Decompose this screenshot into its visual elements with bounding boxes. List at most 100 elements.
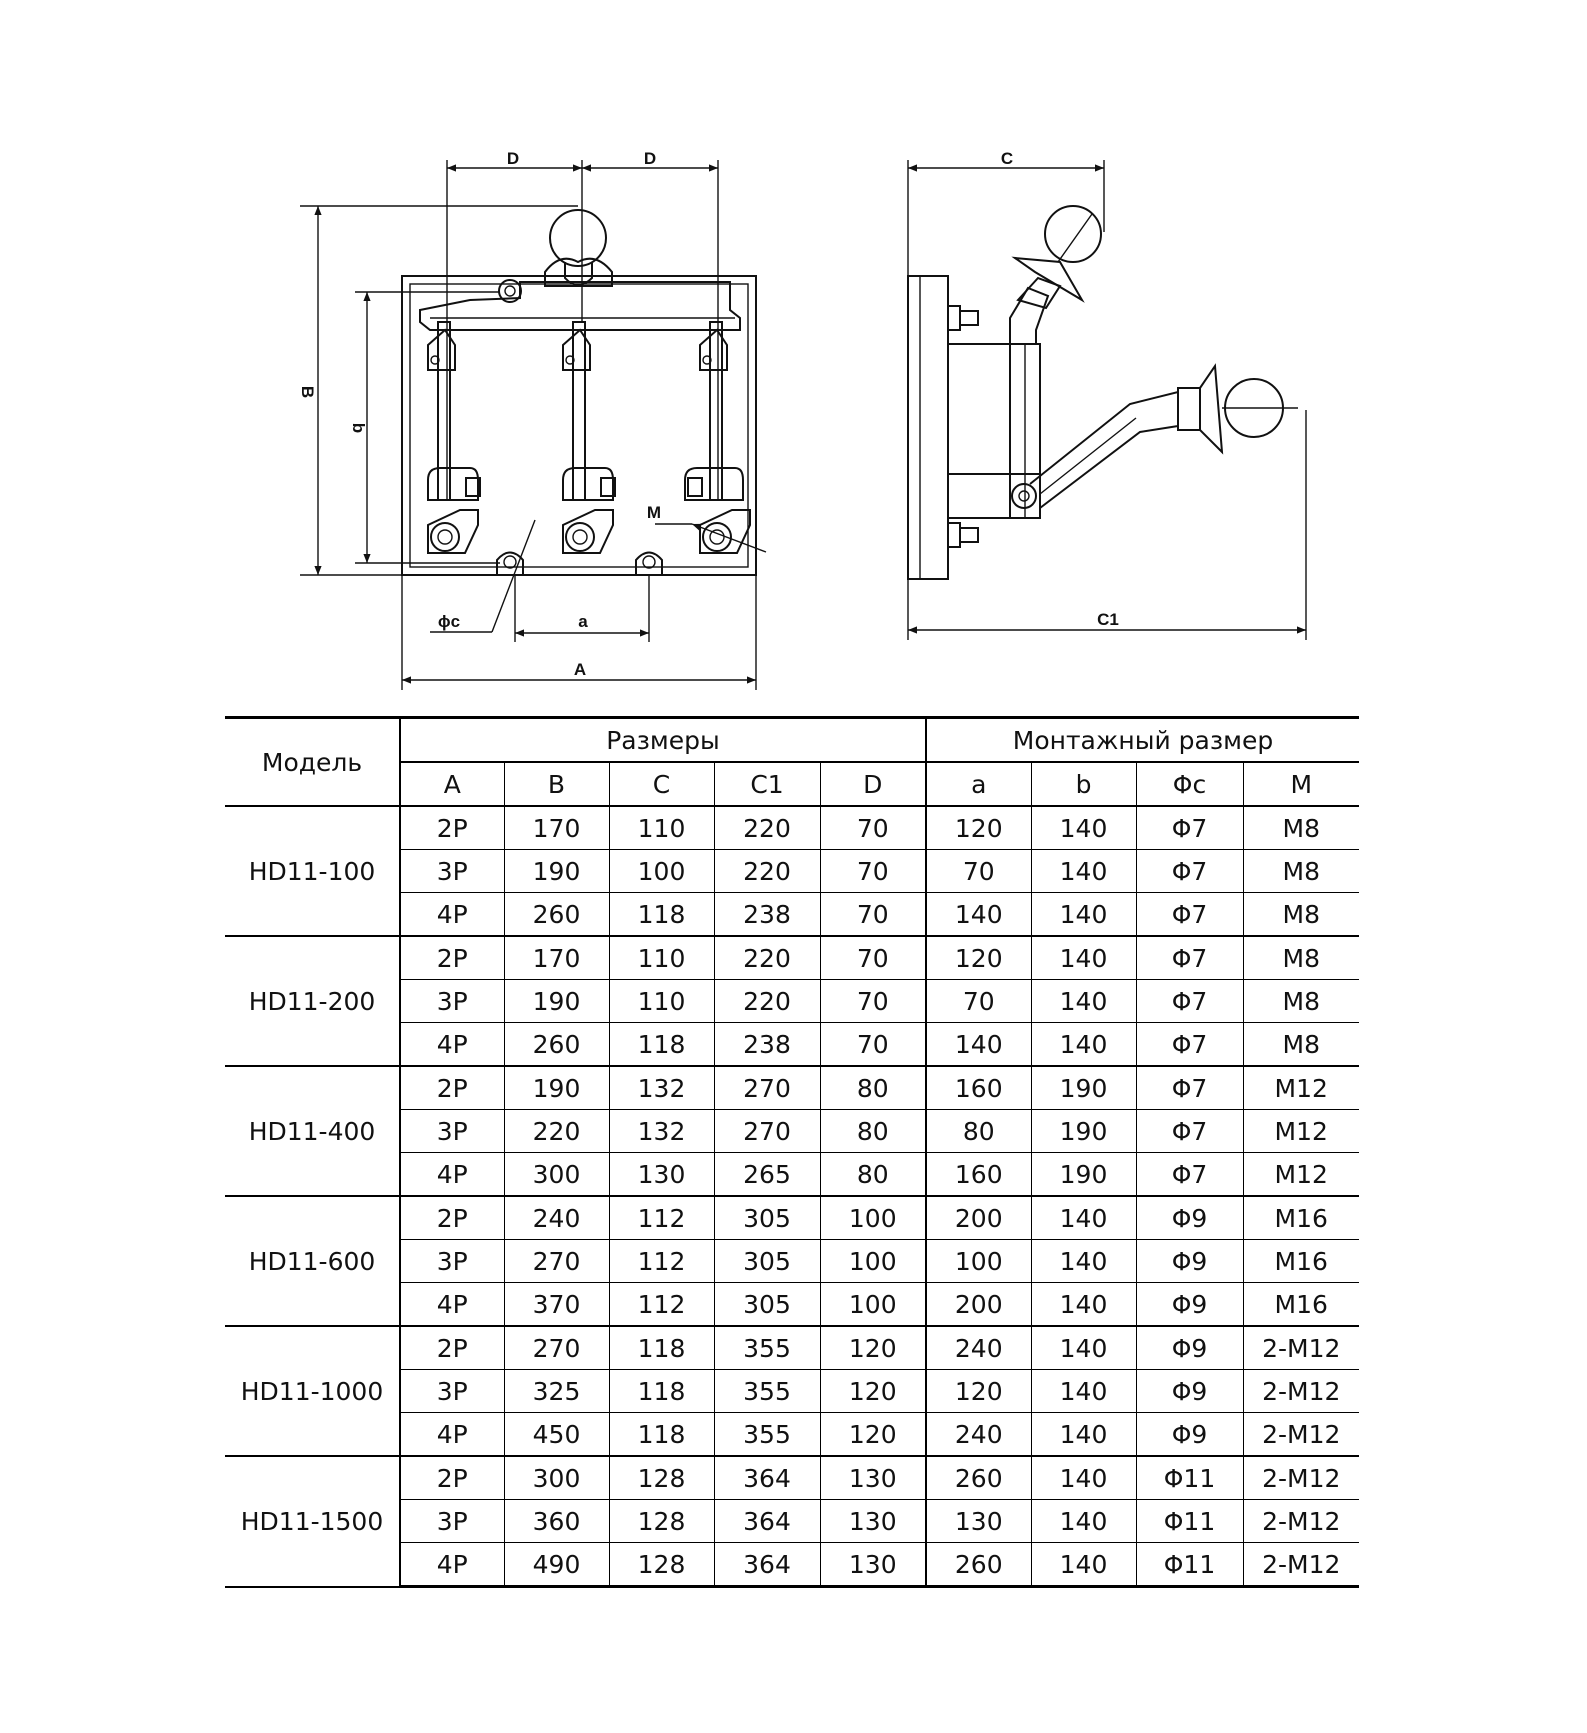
- value-cell-D: 260: [925, 1542, 1031, 1588]
- value-cell-a: 140: [1030, 1456, 1136, 1500]
- value-cell-C1: 70: [819, 1022, 926, 1067]
- value-cell-B: 118: [608, 1022, 714, 1067]
- value-cell-C1: 70: [819, 806, 926, 850]
- value-cell-a: 140: [1030, 1282, 1136, 1327]
- value-cell-D: 240: [925, 1412, 1031, 1457]
- value-cell-b: Φ7: [1135, 1109, 1243, 1153]
- value-cell-B: 128: [608, 1542, 714, 1588]
- value-cell-D: 140: [925, 892, 1031, 937]
- value-cell-B: 100: [608, 849, 714, 893]
- value-cell-b: Φ7: [1135, 1152, 1243, 1197]
- poles-cell: 3P: [400, 1109, 504, 1153]
- value-cell-b: Φ9: [1135, 1369, 1243, 1413]
- value-cell-b: Φ7: [1135, 936, 1243, 980]
- poles-cell: 3P: [400, 979, 504, 1023]
- value-cell-M: M12: [1242, 1066, 1359, 1110]
- value-cell-M: M8: [1242, 892, 1359, 937]
- value-cell-C: 364: [713, 1542, 820, 1588]
- value-cell-B: 132: [608, 1066, 714, 1110]
- value-cell-B: 110: [608, 936, 714, 980]
- value-cell-B: 118: [608, 1326, 714, 1370]
- handle-knob: [549, 209, 607, 267]
- value-cell-M: M16: [1242, 1282, 1359, 1327]
- label-M: M: [647, 503, 661, 522]
- value-cell-B: 128: [608, 1456, 714, 1500]
- dimensions-table: Модель Размеры Монтажный размер A B C C1…: [225, 716, 1359, 1588]
- value-cell-D: 260: [925, 1456, 1031, 1500]
- value-cell-a: 140: [1030, 1022, 1136, 1067]
- value-cell-D: 80: [925, 1109, 1031, 1153]
- value-cell-M: M8: [1242, 979, 1359, 1023]
- value-cell-A: 270: [503, 1239, 609, 1283]
- value-cell-B: 132: [608, 1109, 714, 1153]
- value-cell-A: 370: [503, 1282, 609, 1327]
- front-base-plate: [401, 275, 757, 576]
- header-col-phi-c: Φc: [1135, 762, 1243, 807]
- value-cell-B: 110: [608, 979, 714, 1023]
- poles-cell: 3P: [400, 1239, 504, 1283]
- handle-open: [1029, 390, 1179, 509]
- value-cell-a: 140: [1030, 979, 1136, 1023]
- value-cell-A: 300: [503, 1152, 609, 1197]
- value-cell-C1: 70: [819, 892, 926, 937]
- value-cell-b: Φ9: [1135, 1196, 1243, 1240]
- value-cell-A: 260: [503, 1022, 609, 1067]
- value-cell-B: 110: [608, 806, 714, 850]
- value-cell-C1: 80: [819, 1066, 926, 1110]
- value-cell-C: 305: [713, 1282, 820, 1327]
- value-cell-B: 118: [608, 1412, 714, 1457]
- poles-cell: 3P: [400, 1499, 504, 1543]
- value-cell-D: 120: [925, 1369, 1031, 1413]
- value-cell-M: M16: [1242, 1239, 1359, 1283]
- blade-middle: [562, 321, 616, 554]
- value-cell-D: 240: [925, 1326, 1031, 1370]
- model-name-cell: HD11-600: [225, 1196, 401, 1327]
- value-cell-b: Φ11: [1135, 1499, 1243, 1543]
- value-cell-B: 112: [608, 1239, 714, 1283]
- value-cell-C: 238: [713, 1022, 820, 1067]
- blade-right: [684, 321, 751, 554]
- value-cell-C: 355: [713, 1369, 820, 1413]
- mount-hole-left: [496, 551, 524, 575]
- leader-M: [691, 523, 767, 553]
- value-cell-b: Φ9: [1135, 1239, 1243, 1283]
- value-cell-C1: 130: [819, 1542, 926, 1588]
- model-name-cell: HD11-100: [225, 806, 401, 937]
- side-view: C C1: [907, 149, 1307, 640]
- poles-cell: 2P: [400, 936, 504, 980]
- blade-left: [427, 321, 481, 554]
- value-cell-A: 490: [503, 1542, 609, 1588]
- label-b: b: [349, 423, 368, 433]
- technical-drawing: D D B b M ϕc a A: [298, 149, 1307, 690]
- value-cell-C1: 100: [819, 1282, 926, 1327]
- header-col-C: C: [608, 762, 714, 807]
- value-cell-C: 364: [713, 1456, 820, 1500]
- value-cell-C1: 70: [819, 936, 926, 980]
- value-cell-C1: 100: [819, 1196, 926, 1240]
- value-cell-a: 140: [1030, 1196, 1136, 1240]
- value-cell-M: 2-M12: [1242, 1326, 1359, 1370]
- poles-cell: 2P: [400, 1066, 504, 1110]
- value-cell-C: 220: [713, 849, 820, 893]
- value-cell-a: 140: [1030, 1239, 1136, 1283]
- model-name-cell: HD11-200: [225, 936, 401, 1067]
- value-cell-A: 360: [503, 1499, 609, 1543]
- value-cell-A: 220: [503, 1109, 609, 1153]
- header-col-b: b: [1030, 762, 1136, 807]
- value-cell-a: 140: [1030, 936, 1136, 980]
- value-cell-C: 265: [713, 1152, 820, 1197]
- value-cell-D: 70: [925, 979, 1031, 1023]
- value-cell-a: 190: [1030, 1066, 1136, 1110]
- value-cell-D: 120: [925, 806, 1031, 850]
- value-cell-C: 364: [713, 1499, 820, 1543]
- value-cell-B: 118: [608, 1369, 714, 1413]
- value-cell-B: 112: [608, 1282, 714, 1327]
- label-A: A: [574, 660, 586, 679]
- value-cell-A: 300: [503, 1456, 609, 1500]
- model-name-cell: HD11-1500: [225, 1456, 401, 1588]
